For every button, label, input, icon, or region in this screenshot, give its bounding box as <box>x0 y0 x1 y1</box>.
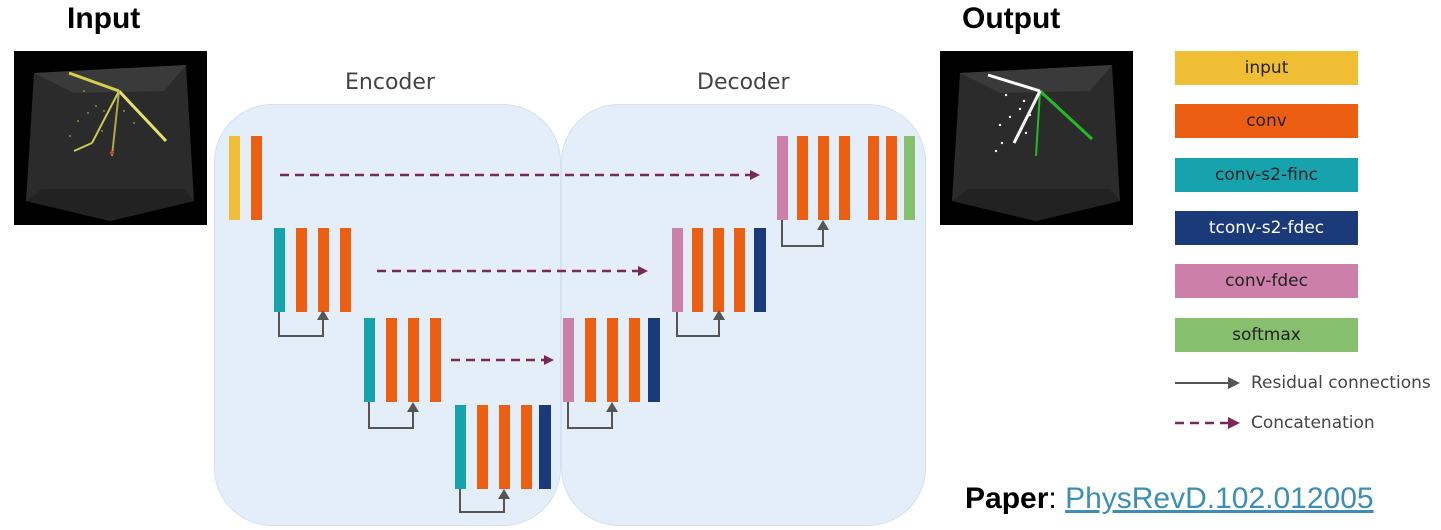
conv-layer <box>868 136 879 220</box>
decoder-panel <box>561 104 926 526</box>
conv-s2-finc-layer <box>455 405 466 489</box>
decoder-label: Decoder <box>697 70 790 95</box>
conv-layer <box>340 228 351 312</box>
residual-arrow <box>368 402 414 429</box>
conv-s2-finc-layer <box>274 228 285 312</box>
conv-layer <box>797 136 808 220</box>
legend-residual-label: Residual connections <box>1251 373 1431 393</box>
legend-tconv-s2-fdec: tconv-s2-fdec <box>1175 211 1358 245</box>
encoder-label: Encoder <box>345 70 435 95</box>
paper-label: Paper <box>965 482 1049 515</box>
tconv-s2-fdec-layer <box>539 405 551 489</box>
input-layer <box>229 136 240 220</box>
tconv-s2-fdec-layer <box>648 318 660 402</box>
residual-arrow <box>567 402 613 429</box>
legend-conv-fdec: conv-fdec <box>1175 264 1358 298</box>
input-title: Input <box>67 2 141 35</box>
conv-layer <box>734 228 745 312</box>
output-title: Output <box>962 2 1061 35</box>
residual-arrow <box>459 489 505 513</box>
conv-layer <box>886 136 897 220</box>
conv-layer <box>818 136 829 220</box>
tconv-s2-fdec-layer <box>754 228 766 312</box>
conv-layer <box>251 136 262 220</box>
conv-layer <box>318 228 329 312</box>
conv-layer <box>386 318 397 402</box>
conv-layer <box>585 318 596 402</box>
legend-conv: conv <box>1175 104 1358 138</box>
conv-layer <box>692 228 703 312</box>
conv-s2-finc-layer <box>364 318 375 402</box>
conv-layer <box>607 318 618 402</box>
residual-arrow <box>676 312 720 337</box>
conv-layer <box>629 318 640 402</box>
conv-fdec-layer <box>777 136 788 220</box>
conv-layer <box>430 318 441 402</box>
paper-reference: Paper: PhysRevD.102.012005 <box>965 482 1374 516</box>
conv-layer <box>521 405 532 489</box>
legend-input: input <box>1175 51 1358 85</box>
conv-layer <box>408 318 419 402</box>
residual-arrow <box>278 312 324 337</box>
softmax-layer <box>904 136 915 220</box>
conv-layer <box>296 228 307 312</box>
input-event-image <box>14 51 207 225</box>
legend-conv-s2-finc: conv-s2-finc <box>1175 158 1358 192</box>
paper-separator: : <box>1048 482 1066 515</box>
paper-link[interactable]: PhysRevD.102.012005 <box>1065 482 1374 515</box>
conv-layer <box>713 228 724 312</box>
output-event-image <box>940 51 1133 225</box>
legend-softmax: softmax <box>1175 318 1358 352</box>
conv-layer <box>499 405 510 489</box>
residual-arrow <box>781 220 824 247</box>
conv-fdec-layer <box>563 318 574 402</box>
legend-concat-label: Concatenation <box>1251 413 1375 433</box>
conv-fdec-layer <box>672 228 683 312</box>
conv-layer <box>477 405 488 489</box>
conv-layer <box>839 136 850 220</box>
